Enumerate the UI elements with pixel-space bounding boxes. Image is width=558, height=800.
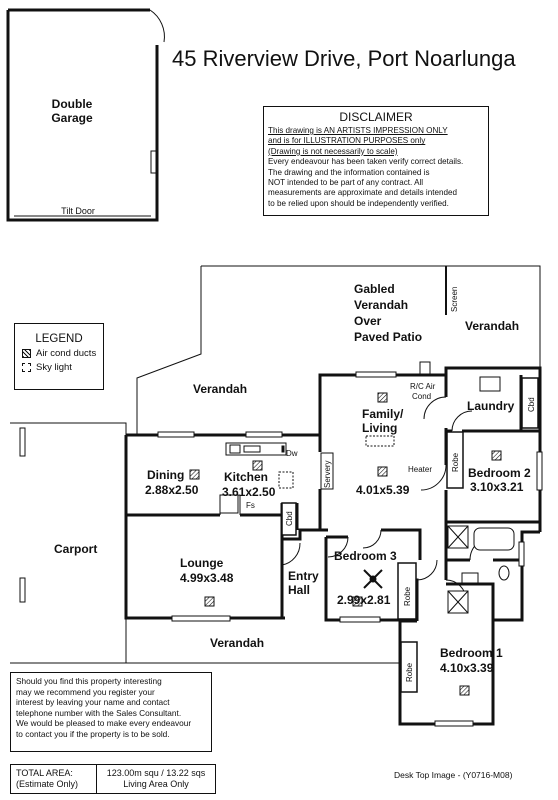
entry-hall-label: Entry <box>288 569 319 583</box>
legend-box: LEGEND Air cond ducts Sky light <box>14 323 104 390</box>
kitchen-fittings <box>219 442 334 514</box>
legend-heading: LEGEND <box>35 333 83 345</box>
servery-label: Servery <box>323 460 332 488</box>
air-duct-icons <box>189 392 502 696</box>
notice-line: We would be pleased to make every endeav… <box>16 718 192 729</box>
garage-window <box>150 150 157 174</box>
disclaimer-line: This drawing is AN ARTISTS IMPRESSION ON… <box>268 126 448 135</box>
total-area-label-line1: TOTAL AREA: <box>16 768 73 778</box>
bedroom1-label: Bedroom 1 <box>440 646 503 660</box>
notice-line: telephone number with the Sales Consulta… <box>16 707 182 718</box>
notice-line: Should you find this property interestin… <box>16 676 162 686</box>
entry-cbd-label: Cbd <box>285 511 294 526</box>
bedroom2-size: 3.10x3.21 <box>470 480 524 494</box>
kitchen-size: 3.61x2.50 <box>222 485 276 499</box>
ceiling-fan-icon <box>363 569 383 589</box>
windows <box>19 371 543 727</box>
footer-image-id: Desk Top Image - (Y0716-M08) <box>394 770 513 780</box>
disclaimer-line: The drawing and the information containe… <box>268 167 430 177</box>
total-area-value: 123.00m squ / 13.22 sqs Living Area Only <box>97 765 215 793</box>
gabled-verandah-label-3: Over <box>354 314 382 328</box>
skylight-icon <box>22 363 31 372</box>
garage-label: Double <box>52 97 93 111</box>
bedroom3-label: Bedroom 3 <box>334 549 397 563</box>
family-label: Family/ <box>362 407 404 421</box>
page-title: 45 Riverview Drive, Port Noarlunga <box>172 46 516 71</box>
dining-label: Dining <box>147 468 184 482</box>
total-area-value-line2: Living Area Only <box>123 779 189 789</box>
skylight-icons <box>278 435 395 489</box>
air-duct-icon <box>22 349 31 358</box>
disclaimer-line: and is for ILLUSTRATION PURPOSES only <box>268 136 426 146</box>
dining-size: 2.88x2.50 <box>145 483 199 497</box>
total-area-label: TOTAL AREA: (Estimate Only) <box>11 765 97 793</box>
tilt-door-label: Tilt Door <box>61 206 95 216</box>
entry-hall-label-line2: Hall <box>288 583 310 597</box>
carport-label: Carport <box>54 542 97 556</box>
gabled-verandah-label-2: Verandah <box>354 298 408 312</box>
bedroom2-robe-label: Robe <box>451 452 460 472</box>
lounge-size: 4.99x3.48 <box>180 571 234 585</box>
bedroom1-robe-label: Robe <box>405 662 414 682</box>
bathroom-fittings <box>419 361 515 614</box>
garage <box>6 8 165 222</box>
verandah-right-label: Verandah <box>465 319 519 333</box>
notice-line: interest by leaving your name and contac… <box>16 697 170 708</box>
lounge-label: Lounge <box>180 556 224 570</box>
fridge-space-label: Fs <box>246 501 255 510</box>
legend-item: Air cond ducts <box>22 348 103 359</box>
screen-label: Screen <box>450 287 459 312</box>
family-label-line2: Living <box>362 421 397 435</box>
notice-line: to contact you if the property is to be … <box>16 728 170 739</box>
notice-line: may we recommend you register your <box>16 686 155 697</box>
bedroom3-robe-label: Robe <box>403 586 412 606</box>
gabled-verandah-label-4: Paved Patio <box>354 330 422 344</box>
total-area-box: TOTAL AREA: (Estimate Only) 123.00m squ … <box>10 764 216 794</box>
bedroom1-size: 4.10x3.39 <box>440 661 494 675</box>
family-size: 4.01x5.39 <box>356 483 410 497</box>
heater-label: Heater <box>408 465 432 474</box>
disclaimer-box: DISCLAIMER This drawing is AN ARTISTS IM… <box>263 106 489 216</box>
kitchen-label: Kitchen <box>224 470 268 484</box>
verandah-bottom-label: Verandah <box>210 636 264 650</box>
total-area-label-line2: (Estimate Only) <box>16 779 79 789</box>
disclaimer-line: measurements are approximate and details… <box>268 188 457 198</box>
robes <box>281 377 539 693</box>
garage-label-line2: Garage <box>51 111 93 125</box>
total-area-value-line1: 123.00m squ / 13.22 sqs <box>106 768 206 778</box>
disclaimer-heading: DISCLAIMER <box>339 110 413 124</box>
disclaimer-line: (Drawing is not necessarily to scale) <box>268 146 398 156</box>
verandah-left-label: Verandah <box>193 382 247 396</box>
gabled-verandah-label: Gabled <box>354 282 395 296</box>
house-walls <box>124 366 542 726</box>
disclaimer-line: to be relied upon should be independentl… <box>268 198 449 208</box>
laundry-label: Laundry <box>467 399 515 413</box>
legend-item-label: Air cond ducts <box>36 348 97 359</box>
bedroom3-size: 2.99x2.81 <box>337 593 391 607</box>
laundry-cbd-label: Cbd <box>527 397 536 412</box>
disclaimer-line: NOT intended to be part of any contract.… <box>268 178 424 188</box>
bedroom2-label: Bedroom 2 <box>468 466 531 480</box>
dishwasher-label: Dw <box>286 449 298 458</box>
rc-air-label: R/C Air <box>410 382 436 391</box>
legend-item-label: Sky light <box>36 362 72 373</box>
rc-air-label-line2: Cond <box>412 392 431 401</box>
legend-item: Sky light <box>22 362 103 373</box>
disclaimer-line: Every endeavour has been taken verify co… <box>268 157 464 167</box>
notice-box: Should you find this property interestin… <box>10 672 212 752</box>
